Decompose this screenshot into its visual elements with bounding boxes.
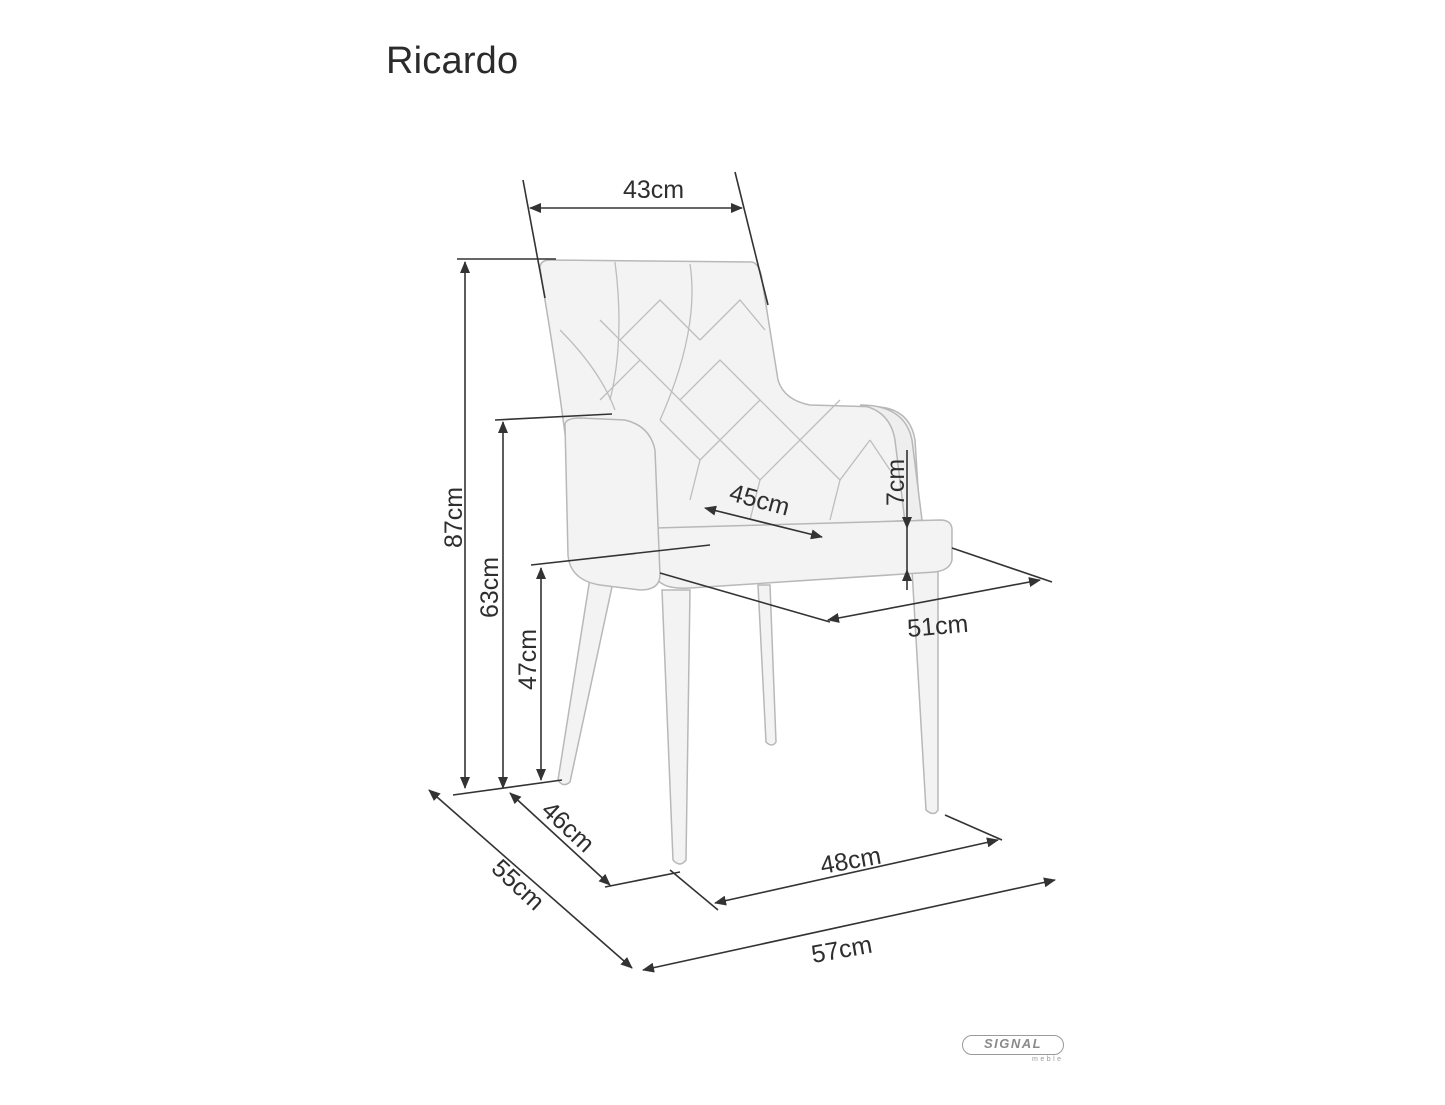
logo-brand-sub: meble — [1032, 1056, 1064, 1063]
back-left-leg — [757, 584, 777, 746]
signal-brand-logo: SIGNAL meble — [962, 1035, 1064, 1063]
label-seat-thickness: 7cm — [882, 459, 910, 506]
dimension-lines — [428, 171, 1056, 973]
front-right-leg — [911, 569, 939, 815]
front-middle-leg — [661, 589, 691, 865]
label-leg-width: 48cm — [818, 842, 883, 880]
front-left-leg — [557, 577, 614, 786]
product-title: Ricardo — [386, 40, 519, 82]
label-leg-depth: 46cm — [536, 796, 600, 858]
label-seat-height: 47cm — [514, 629, 542, 690]
quilting-pattern — [559, 261, 891, 521]
left-armrest — [564, 417, 661, 591]
label-total-height: 87cm — [440, 487, 468, 548]
label-total-depth: 55cm — [486, 854, 550, 916]
chair-illustration — [539, 259, 953, 865]
label-total-width: 57cm — [809, 931, 874, 969]
label-armrest-height: 63cm — [476, 557, 504, 618]
label-seat-width: 51cm — [906, 610, 969, 643]
logo-outline — [962, 1035, 1064, 1055]
logo-brand-name: SIGNAL — [983, 1036, 1043, 1051]
label-backrest-width: 43cm — [623, 176, 684, 204]
